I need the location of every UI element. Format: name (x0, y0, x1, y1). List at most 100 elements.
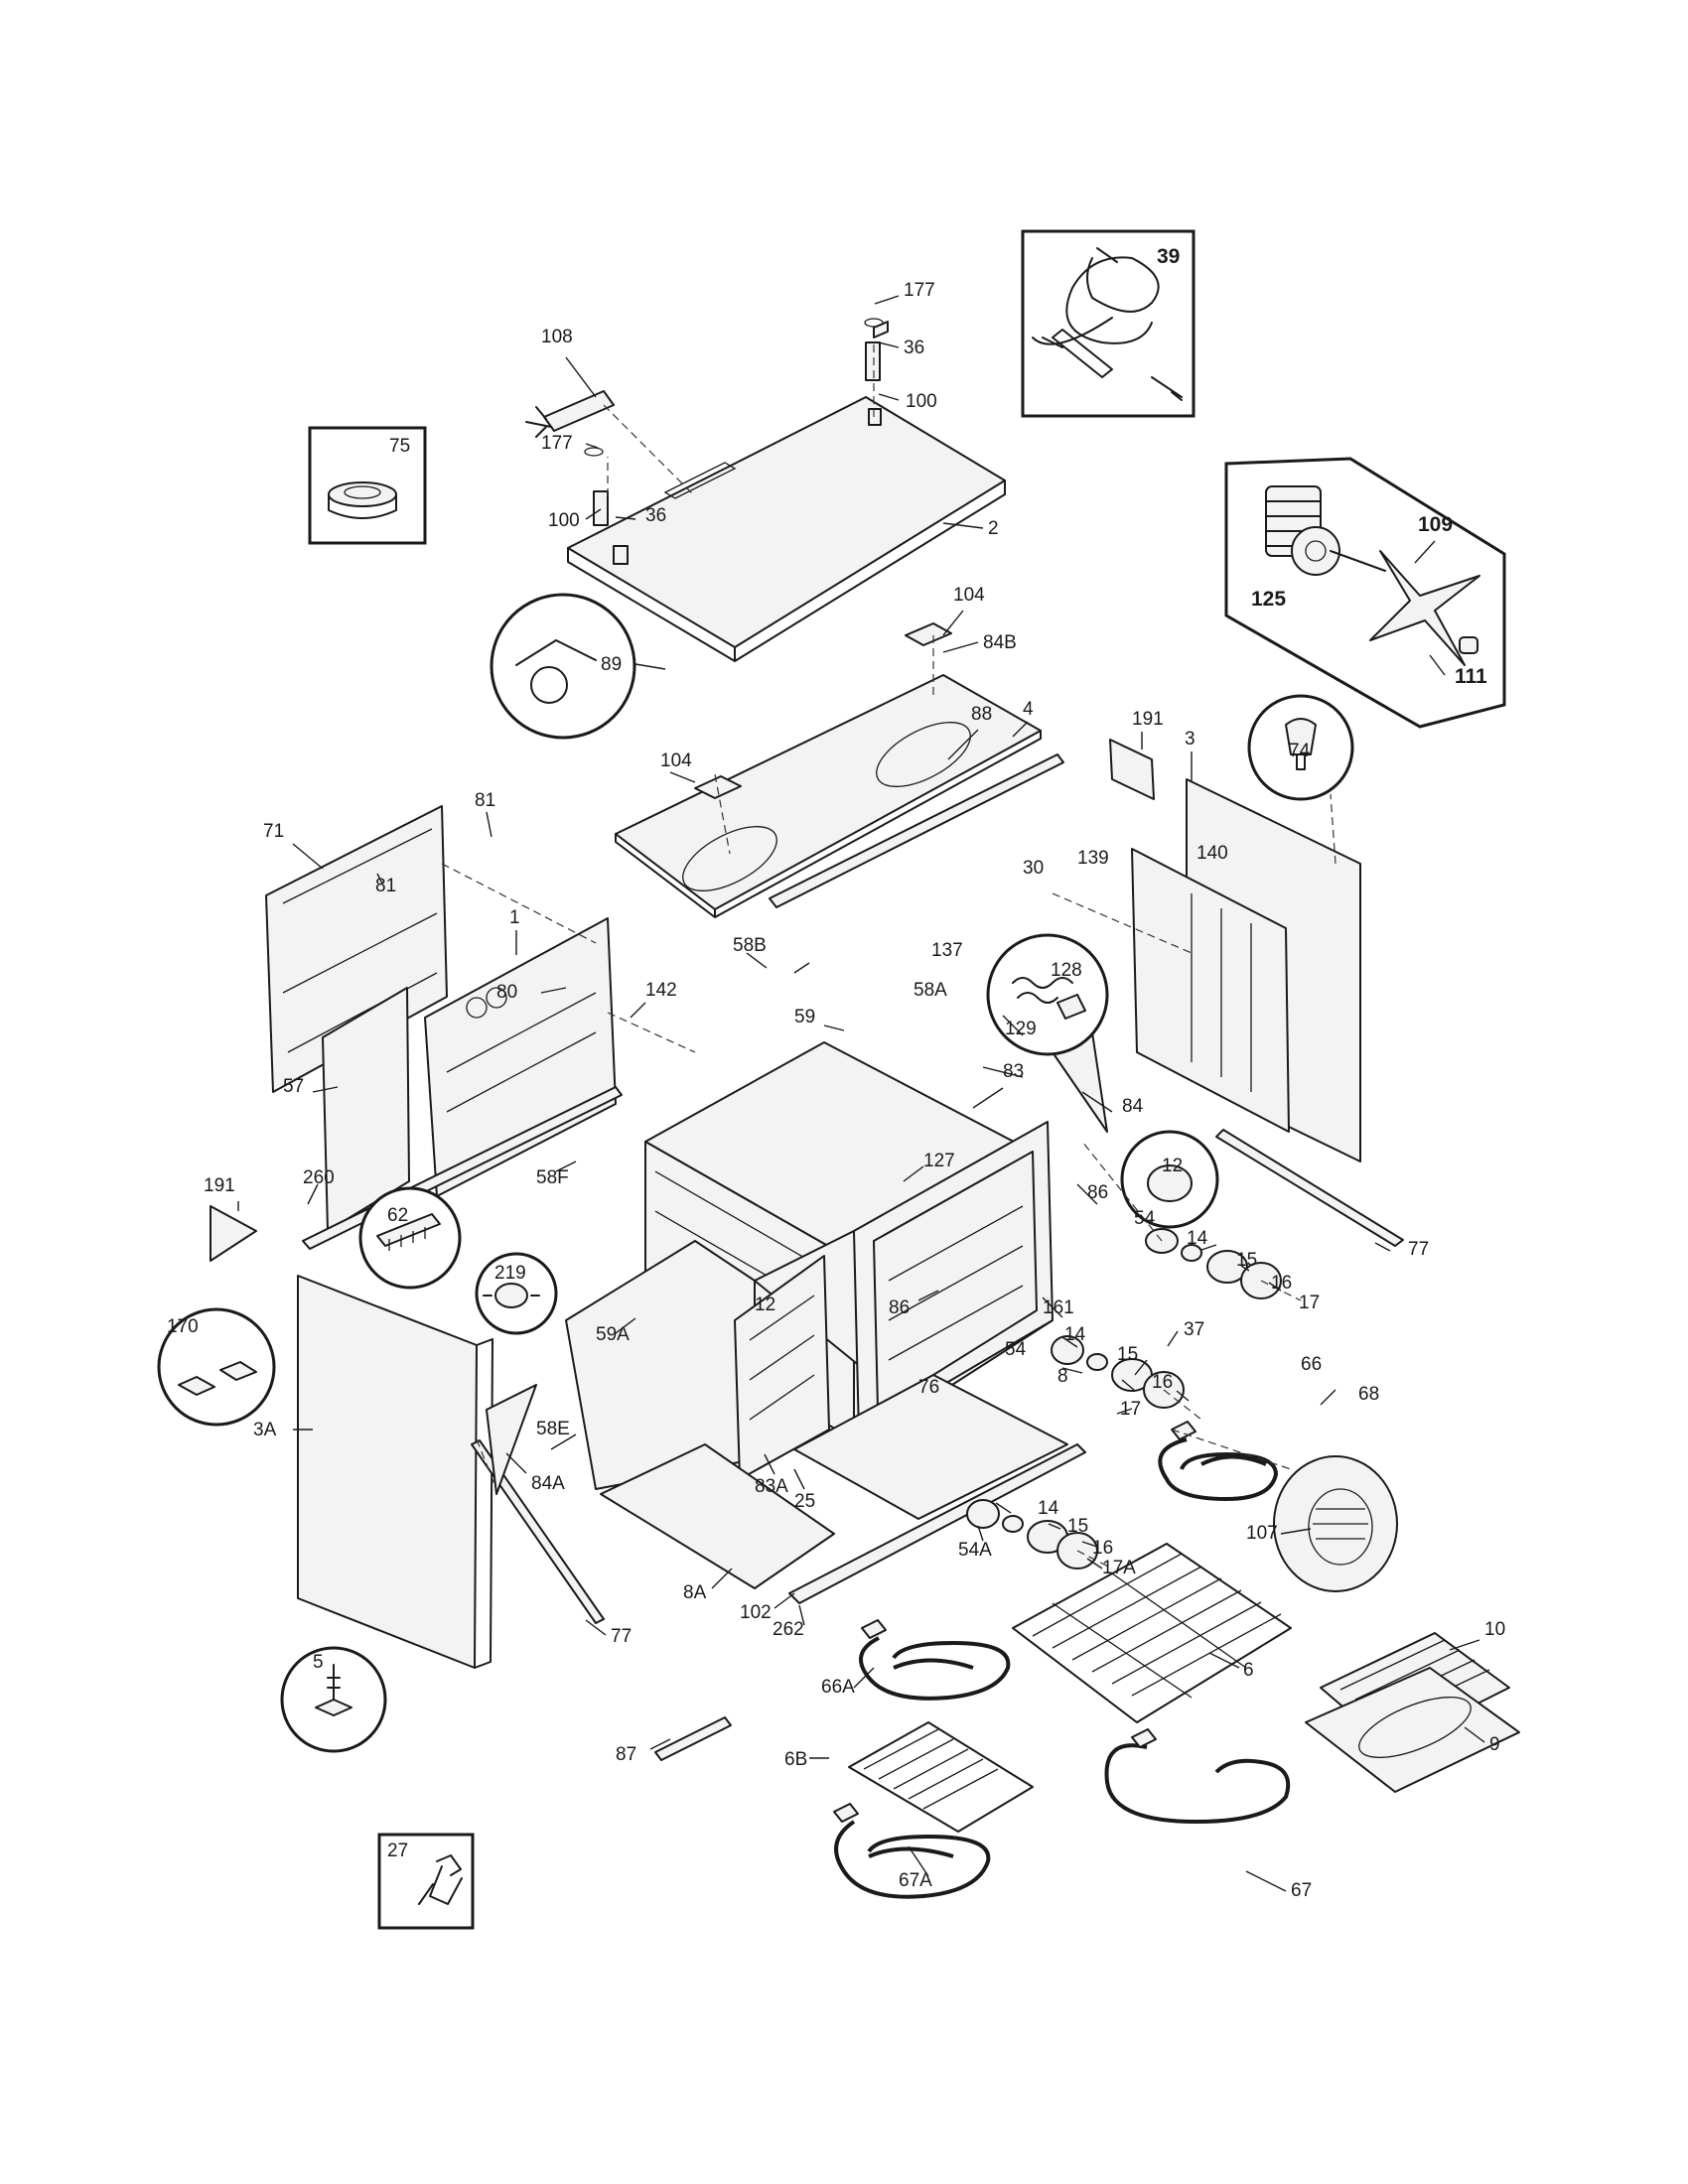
part-bracket-191-left (210, 1205, 257, 1262)
part-side-panel-140 (1131, 848, 1290, 1133)
label-6: 6 (1243, 1660, 1254, 1681)
part-element-67 (1104, 1728, 1291, 1824)
label-100-top: 100 (906, 391, 937, 412)
label-67a: 67A (899, 1870, 932, 1891)
label-66: 66 (1301, 1354, 1322, 1375)
label-59a: 59A (596, 1324, 630, 1345)
label-108: 108 (541, 327, 573, 347)
label-127: 127 (923, 1151, 955, 1171)
label-83a: 83A (755, 1476, 788, 1497)
label-9: 9 (1489, 1734, 1500, 1755)
label-58f: 58F (536, 1167, 569, 1188)
label-62: 62 (387, 1205, 408, 1226)
label-81-mid: 81 (375, 876, 396, 896)
label-111: 111 (1455, 665, 1487, 688)
callout-89 (490, 593, 636, 740)
inset-grommet (308, 426, 427, 545)
part-side-panel-57 (322, 987, 410, 1232)
label-58a: 58A (914, 980, 947, 1001)
part-fan-cover-107 (1273, 1455, 1398, 1592)
label-129: 129 (1005, 1019, 1037, 1039)
label-54-mid: 54 (1005, 1339, 1027, 1360)
part-element-66 (1158, 1421, 1278, 1501)
label-177-top: 177 (904, 280, 935, 301)
label-86-right: 86 (1087, 1182, 1108, 1203)
callout-5 (280, 1646, 387, 1753)
label-15-upper: 15 (1236, 1250, 1257, 1271)
label-58e: 58E (536, 1419, 570, 1439)
part-light-assembly-upper (1145, 1228, 1282, 1299)
callout-170 (157, 1307, 276, 1427)
label-2: 2 (988, 518, 999, 539)
part-inner-frame-83a (734, 1255, 830, 1480)
inset-power-cord (1021, 229, 1196, 418)
label-5: 5 (313, 1652, 324, 1673)
label-161: 161 (1043, 1297, 1074, 1318)
label-14-mid: 14 (1064, 1324, 1086, 1345)
part-labels: 39 177 36 100 108 75 177 100 36 2 109 12… (167, 245, 1505, 1901)
label-77-left: 77 (611, 1626, 632, 1647)
label-36-left: 36 (645, 505, 666, 526)
part-broil-pan-9 (1305, 1667, 1520, 1793)
label-66a: 66A (821, 1677, 855, 1698)
label-17-upper: 17 (1299, 1293, 1320, 1313)
part-brackets-36 (584, 318, 889, 526)
label-109: 109 (1418, 513, 1453, 536)
label-77-right: 77 (1408, 1239, 1429, 1260)
label-71: 71 (263, 821, 284, 842)
label-81-top: 81 (475, 790, 495, 811)
label-140: 140 (1196, 843, 1228, 864)
label-74: 74 (1289, 741, 1311, 761)
label-125: 125 (1251, 588, 1286, 611)
callout-128-129 (986, 933, 1109, 1056)
part-rear-panel-1 (424, 917, 617, 1197)
alignment-lines (441, 342, 1336, 1570)
label-6b: 6B (784, 1749, 807, 1770)
label-260: 260 (303, 1167, 335, 1188)
label-14-lower: 14 (1038, 1498, 1059, 1519)
label-75: 75 (389, 436, 410, 457)
label-54-upper: 54 (1134, 1208, 1156, 1229)
label-84: 84 (1122, 1096, 1144, 1117)
label-89: 89 (601, 654, 622, 675)
part-oven-rack-6 (1012, 1543, 1292, 1723)
label-54a: 54A (958, 1540, 992, 1561)
part-bracket-84a (486, 1384, 537, 1495)
callout-219 (475, 1252, 558, 1335)
label-219: 219 (494, 1263, 526, 1284)
part-bracket-191-right (1109, 739, 1155, 800)
label-139: 139 (1077, 848, 1109, 869)
label-57: 57 (283, 1076, 304, 1097)
part-bottom-8a (600, 1443, 835, 1589)
label-80: 80 (496, 982, 517, 1003)
label-16-lower: 16 (1092, 1538, 1113, 1559)
part-rail-77-right (1215, 1129, 1404, 1247)
label-68: 68 (1358, 1384, 1379, 1405)
label-88: 88 (971, 704, 992, 725)
label-137: 137 (931, 940, 963, 961)
label-87: 87 (616, 1744, 636, 1765)
part-bracket-87 (654, 1716, 732, 1761)
label-128: 128 (1051, 960, 1082, 981)
label-8: 8 (1057, 1366, 1068, 1387)
label-76: 76 (918, 1377, 939, 1398)
part-top-panel-2 (567, 396, 1006, 662)
label-104-top: 104 (953, 585, 985, 606)
label-191-right: 191 (1132, 709, 1164, 730)
callout-62 (358, 1186, 462, 1290)
label-262: 262 (773, 1619, 804, 1640)
label-107: 107 (1246, 1523, 1278, 1544)
label-14-upper: 14 (1187, 1228, 1208, 1249)
label-170: 170 (167, 1316, 199, 1337)
label-3: 3 (1185, 729, 1196, 750)
label-25: 25 (794, 1491, 815, 1512)
label-83: 83 (1003, 1061, 1024, 1082)
label-36-top: 36 (904, 338, 924, 358)
part-bottom-8 (793, 1374, 1068, 1520)
part-strip-30 (769, 753, 1064, 908)
label-102: 102 (740, 1602, 772, 1623)
label-17a: 17A (1102, 1558, 1136, 1578)
label-1: 1 (509, 907, 520, 928)
label-67: 67 (1291, 1880, 1312, 1901)
